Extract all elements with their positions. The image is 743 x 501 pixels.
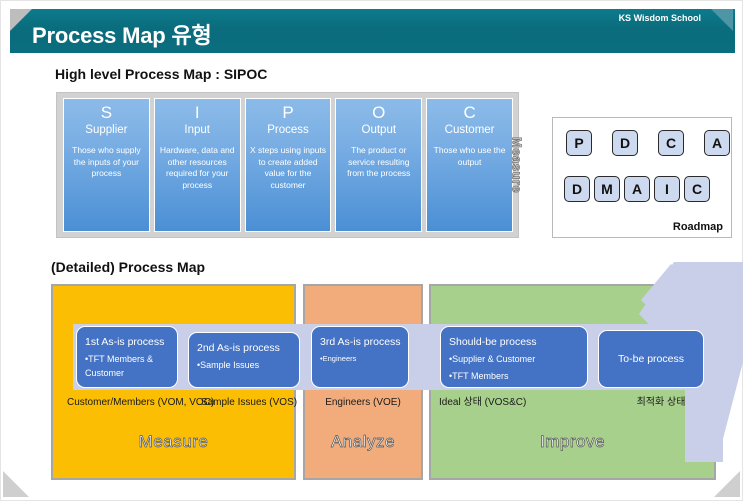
sipoc-card-output[interactable]: O Output The product or service resultin… [335, 98, 423, 232]
roadmap-pdca-row: P D C A [566, 130, 730, 156]
process-box-title: Should-be process [449, 336, 537, 348]
detailed-section-title: (Detailed) Process Map [51, 259, 206, 275]
sipoc-description: Those who use the output [433, 145, 506, 167]
process-box-title: To-be process [618, 353, 684, 365]
sipoc-card-process[interactable]: P Process X steps using inputs to create… [244, 98, 332, 232]
phase-label-improve: Improve [540, 432, 605, 452]
roadmap-letter-define[interactable]: D [564, 176, 590, 202]
roadmap-dmaic-row: D M A I C [564, 176, 710, 202]
caption-ideal-state: Ideal 상태 (VOS&C) [439, 397, 527, 408]
sipoc-word: Output [361, 124, 397, 136]
sipoc-letter: S [100, 103, 113, 122]
roadmap-letter-control[interactable]: C [684, 176, 710, 202]
detailed-process-map: 1st As-is process •TFT Members & Custome… [51, 262, 743, 480]
process-box-sub: •Engineers [320, 354, 357, 363]
corner-accent-top-right [711, 9, 733, 31]
process-box-to-be[interactable]: To-be process [598, 330, 704, 388]
sipoc-letter: C [463, 103, 476, 122]
sipoc-letter: I [194, 103, 200, 122]
process-box-title: 2nd As-is process [197, 342, 280, 354]
brand-label: KS Wisdom School [618, 13, 701, 23]
roadmap-letter-d[interactable]: D [612, 130, 638, 156]
sipoc-word: Process [267, 124, 309, 136]
sipoc-letter: O [372, 103, 386, 122]
process-box-should-be[interactable]: Should-be process •Supplier & Customer •… [440, 326, 588, 388]
sipoc-card-customer[interactable]: C Customer Those who use the output [426, 98, 513, 232]
caption-optimized-state: 최적화 상태 [636, 397, 686, 408]
caption-engineers: Engineers (VOE) [325, 397, 401, 408]
process-box-2nd-as-is[interactable]: 2nd As-is process •Sample Issues [188, 332, 300, 388]
roadmap-letter-c[interactable]: C [658, 130, 684, 156]
sipoc-measure-vertical-label: Measure [507, 113, 527, 217]
process-box-3rd-as-is[interactable]: 3rd As-is process •Engineers [311, 326, 409, 388]
caption-sample-issues: Sample Issues (VOS) [200, 397, 298, 408]
sipoc-description: The product or service resulting from th… [347, 145, 411, 178]
roadmap-letter-measure[interactable]: M [594, 176, 620, 202]
sipoc-description: X steps using inputs to create added val… [249, 145, 327, 190]
sipoc-section-title: High level Process Map : SIPOC [55, 66, 268, 82]
sipoc-word: Input [184, 124, 210, 136]
process-box-title: 1st As-is process [85, 336, 165, 348]
roadmap-panel: P D C A D M A I C Roadmap [552, 117, 732, 238]
sipoc-word: Supplier [85, 124, 128, 136]
process-box-title: 3rd As-is process [320, 336, 401, 348]
process-box-1st-as-is[interactable]: 1st As-is process •TFT Members & Custome… [76, 326, 178, 388]
sipoc-word: Customer [444, 124, 495, 136]
roadmap-letter-improve[interactable]: I [654, 176, 680, 202]
page-title: Process Map 유형 [32, 23, 212, 48]
roadmap-letter-p[interactable]: P [566, 130, 592, 156]
sipoc-card-supplier[interactable]: S Supplier Those who supply the inputs o… [63, 98, 150, 232]
corner-accent-top-left [10, 9, 32, 31]
caption-customer-members: Customer/Members (VOM, VOC) [67, 397, 215, 408]
roadmap-letter-a[interactable]: A [704, 130, 730, 156]
process-box-sub: •TFT Members [449, 371, 509, 381]
phase-label-analyze: Analyze [331, 432, 395, 452]
sipoc-card-input[interactable]: I Input Hardware, data and other resourc… [153, 98, 241, 232]
process-box-sub: •Sample Issues [197, 360, 260, 370]
roadmap-label: Roadmap [672, 221, 723, 233]
corner-accent-bottom-right [714, 471, 740, 497]
process-box-sub: •Supplier & Customer [449, 354, 536, 364]
corner-accent-bottom-left [3, 471, 29, 497]
sipoc-card-list: S Supplier Those who supply the inputs o… [63, 98, 513, 232]
sipoc-letter: P [282, 103, 294, 122]
roadmap-letter-analyze[interactable]: A [624, 176, 650, 202]
process-box-sub: •TFT Members & Customer [85, 354, 153, 378]
sipoc-description: Those who supply the inputs of your proc… [72, 145, 141, 178]
measure-vertical-text: Measure [509, 136, 525, 194]
sipoc-description: Hardware, data and other resources requi… [159, 145, 235, 190]
phase-label-measure: Measure [138, 432, 209, 452]
slide-header: Process Map 유형 KS Wisdom School [10, 9, 735, 53]
